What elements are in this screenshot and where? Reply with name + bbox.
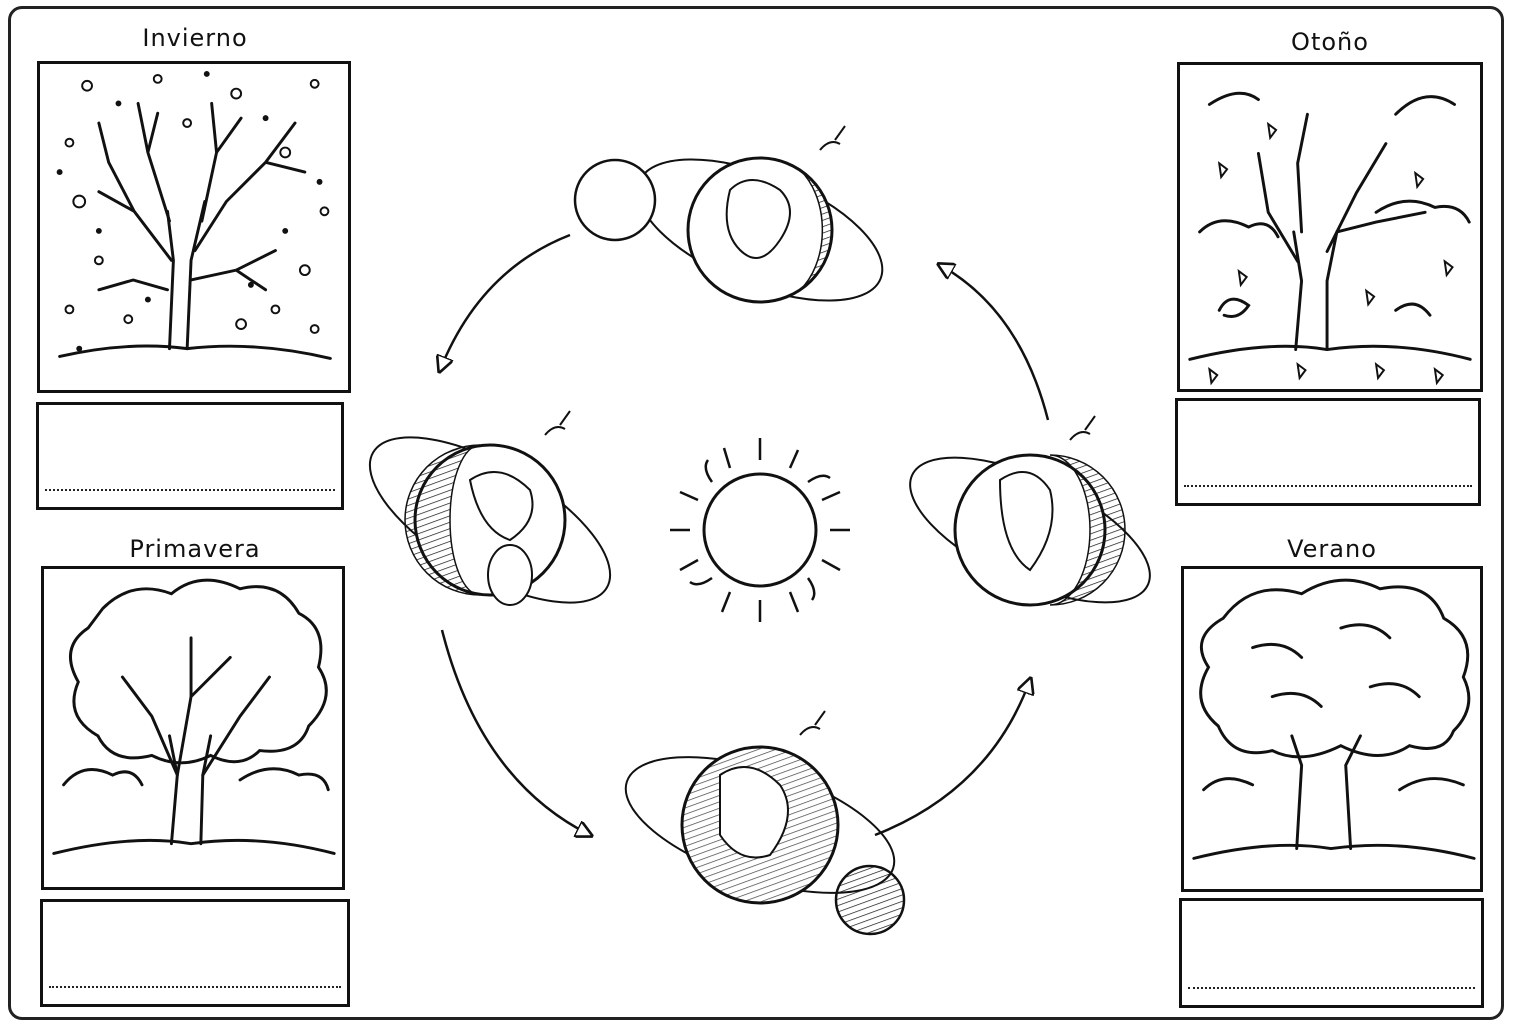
answer-line-spring[interactable] bbox=[49, 986, 341, 988]
arrow-bottom-to-right bbox=[875, 680, 1030, 835]
arrow-top-to-left bbox=[440, 235, 570, 370]
picture-winter-tree bbox=[37, 61, 351, 393]
sun-icon bbox=[670, 438, 850, 622]
title-autumn: Otoño bbox=[1170, 28, 1490, 56]
answer-line-summer[interactable] bbox=[1188, 987, 1475, 989]
answer-line-autumn[interactable] bbox=[1184, 485, 1472, 487]
winter-tree-illustration bbox=[40, 64, 348, 390]
title-winter: Invierno bbox=[35, 24, 355, 52]
earth-position-bottom bbox=[610, 711, 910, 934]
arrow-right-to-top bbox=[940, 265, 1048, 420]
answer-box-autumn[interactable] bbox=[1175, 398, 1481, 506]
earth-position-top bbox=[575, 126, 901, 330]
title-spring: Primavera bbox=[35, 535, 355, 563]
arrow-left-to-bottom bbox=[442, 630, 590, 835]
earth-orbit-diagram bbox=[350, 100, 1170, 960]
answer-line-winter[interactable] bbox=[45, 489, 335, 491]
earth-position-left bbox=[350, 405, 634, 635]
picture-autumn-tree bbox=[1177, 62, 1483, 392]
title-summer: Verano bbox=[1172, 535, 1492, 563]
answer-box-winter[interactable] bbox=[36, 402, 344, 510]
picture-summer-tree bbox=[1181, 566, 1483, 892]
earth-position-right bbox=[890, 416, 1170, 632]
answer-box-summer[interactable] bbox=[1179, 898, 1484, 1008]
spring-tree-illustration bbox=[44, 569, 342, 887]
autumn-tree-illustration bbox=[1180, 65, 1480, 389]
answer-box-spring[interactable] bbox=[40, 899, 350, 1007]
summer-tree-illustration bbox=[1184, 569, 1480, 889]
picture-spring-tree bbox=[41, 566, 345, 890]
